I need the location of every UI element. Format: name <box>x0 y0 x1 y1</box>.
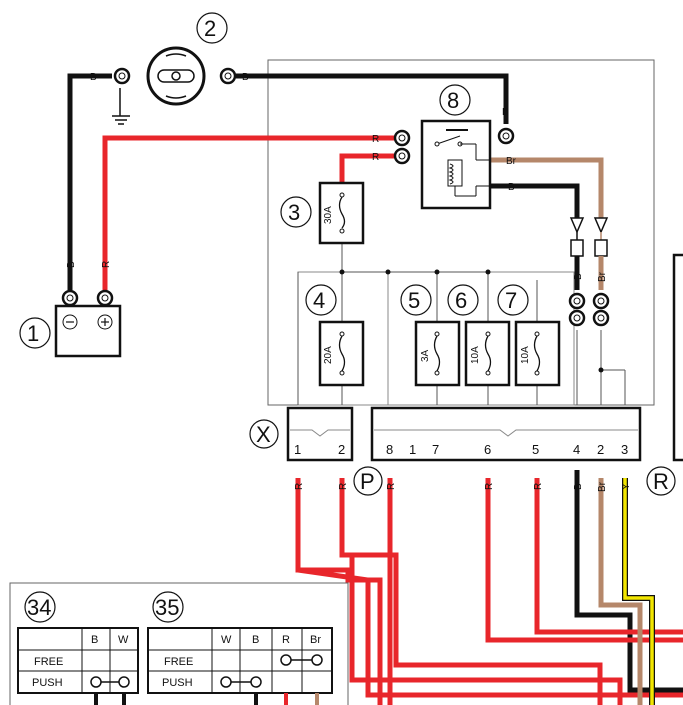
wire-label-b-7: B <box>573 483 584 490</box>
table35-row-push: PUSH <box>162 677 193 689</box>
starter-motor <box>146 46 206 106</box>
fuse-4 <box>318 320 365 387</box>
table35-row-free: FREE <box>164 656 193 668</box>
table35-header-w: W <box>221 634 232 646</box>
brown-wires <box>490 157 643 705</box>
table34-header-b: B <box>91 634 98 646</box>
callout-1: 1 <box>27 321 39 346</box>
callout-5: 5 <box>408 288 420 313</box>
wire-label-br-1: Br <box>506 156 517 167</box>
pin-5: 5 <box>532 442 539 457</box>
callout-4: 4 <box>313 288 325 313</box>
callout-2: 2 <box>204 16 216 41</box>
wire-label-b-2: B <box>242 72 249 83</box>
yellow-wire <box>622 478 655 705</box>
wire-label-br-3: Br <box>597 481 608 492</box>
wire-label-r-8: R <box>533 483 544 490</box>
wire-label-r-5: R <box>338 483 349 490</box>
main-fuse <box>318 181 365 245</box>
wire-label-br-2: Br <box>597 271 608 282</box>
terminal-pair-starter <box>113 67 237 85</box>
connector-r-label: R <box>653 469 669 494</box>
pin-6: 6 <box>484 442 491 457</box>
fuse-7 <box>514 320 561 387</box>
connector-p-label: P <box>360 469 375 494</box>
switch-panel-outline <box>9 582 349 705</box>
fuse-5 <box>414 320 461 387</box>
callout-35: 35 <box>155 595 179 620</box>
red-wires <box>102 135 683 705</box>
fuse-5-rating: 3A <box>420 349 431 362</box>
wire-label-b-1: B <box>90 72 97 83</box>
table34-row-push: PUSH <box>32 677 63 689</box>
coupler-right <box>568 217 610 327</box>
pin-4: 4 <box>573 442 580 457</box>
table35-header-r: R <box>282 634 290 646</box>
callout-3: 3 <box>288 200 300 225</box>
wire-label-b-6: B <box>573 273 584 280</box>
callout-34: 34 <box>27 595 51 620</box>
main-fuse-rating: 30A <box>323 206 334 224</box>
fuse-6-rating: 10A <box>470 346 481 364</box>
fuse-6 <box>464 320 511 387</box>
table35-header-br: Br <box>310 634 321 646</box>
pin-x-1: 1 <box>294 442 301 457</box>
component-callouts <box>19 12 676 623</box>
switch-table-34 <box>17 627 139 694</box>
callout-7: 7 <box>505 288 517 313</box>
pin-1: 1 <box>409 442 416 457</box>
fuse-4-rating: 20A <box>323 346 334 364</box>
pin-8: 8 <box>386 442 393 457</box>
connector-x-label: X <box>256 422 271 447</box>
wire-label-y: Y <box>621 483 632 490</box>
table34-header-w: W <box>118 634 129 646</box>
battery <box>54 289 122 358</box>
black-wires <box>67 73 683 693</box>
pin-3: 3 <box>621 442 628 457</box>
wire-label-r-6: R <box>386 483 397 490</box>
wire-label-b-4: B <box>508 182 515 193</box>
wire-label-r-4: R <box>294 483 305 490</box>
callout-8: 8 <box>447 88 459 113</box>
fuse-7-rating: 10A <box>520 346 531 364</box>
callout-6: 6 <box>455 288 467 313</box>
table34-row-free: FREE <box>34 656 63 668</box>
table35-header-b: B <box>252 634 259 646</box>
wire-label-b-3: B <box>502 107 509 118</box>
wire-label-r-2: R <box>372 152 379 163</box>
wire-label-r-1: R <box>372 134 379 145</box>
wire-label-r-3: R <box>101 261 112 268</box>
starter-relay <box>420 119 492 210</box>
main-connector-block <box>370 406 642 462</box>
relay-terminals <box>393 127 515 165</box>
wire-label-r-7: R <box>484 483 495 490</box>
switch-table-35 <box>147 627 333 694</box>
pin-x-2: 2 <box>338 442 345 457</box>
wire-label-b-5: B <box>66 261 77 268</box>
pin-7: 7 <box>432 442 439 457</box>
connector-x-block <box>286 406 354 462</box>
pin-2: 2 <box>597 442 604 457</box>
